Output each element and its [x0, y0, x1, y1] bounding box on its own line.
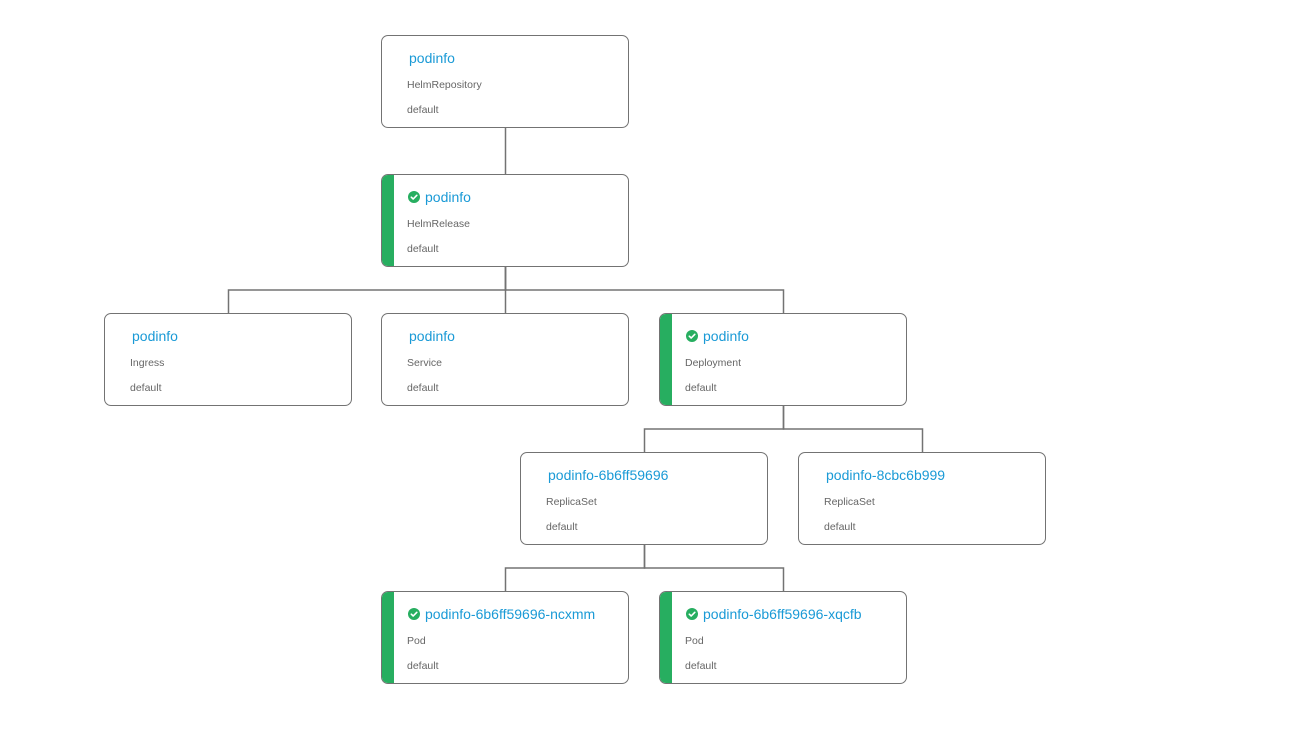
edge-n4-n5 — [643, 406, 785, 452]
ready-status-bar — [660, 592, 672, 683]
edge-n1-n2 — [227, 267, 507, 313]
node-title[interactable]: podinfo-6b6ff59696-xqcfb — [686, 605, 862, 623]
node-kind: Ingress — [130, 357, 165, 369]
node-name: podinfo-8cbc6b999 — [826, 467, 946, 483]
node-helmrelease-podinfo[interactable]: podinfo HelmRelease default — [381, 174, 629, 267]
node-service-podinfo[interactable]: podinfo Service default — [381, 313, 629, 406]
ready-status-bar — [660, 314, 672, 405]
node-kind: ReplicaSet — [546, 496, 597, 508]
node-name: podinfo — [409, 50, 455, 66]
node-name: podinfo — [132, 328, 178, 344]
node-namespace: default — [824, 521, 856, 533]
node-kind: Pod — [685, 635, 704, 647]
node-replicaset-podinfo-6b6ff59696[interactable]: podinfo-6b6ff59696 ReplicaSet default — [520, 452, 768, 545]
check-circle-icon — [686, 608, 698, 620]
node-namespace: default — [407, 243, 439, 255]
ready-status-bar — [382, 175, 394, 266]
node-ingress-podinfo[interactable]: podinfo Ingress default — [104, 313, 352, 406]
node-helmrepository-podinfo[interactable]: podinfo HelmRepository default — [381, 35, 629, 128]
node-kind: ReplicaSet — [824, 496, 875, 508]
node-deployment-podinfo[interactable]: podinfo Deployment default — [659, 313, 907, 406]
node-namespace: default — [546, 521, 578, 533]
node-title[interactable]: podinfo — [686, 327, 749, 345]
node-title[interactable]: podinfo-6b6ff59696 — [548, 466, 668, 484]
node-name: podinfo — [409, 328, 455, 344]
node-namespace: default — [407, 104, 439, 116]
node-namespace: default — [685, 382, 717, 394]
check-circle-icon — [408, 191, 420, 203]
node-name: podinfo-6b6ff59696 — [548, 467, 669, 483]
node-pod-podinfo-6b6ff59696-xqcfb[interactable]: podinfo-6b6ff59696-xqcfb Pod default — [659, 591, 907, 684]
node-name: podinfo — [425, 189, 471, 205]
check-circle-icon — [686, 330, 698, 342]
node-namespace: default — [130, 382, 162, 394]
node-kind: Deployment — [685, 357, 742, 369]
node-pod-podinfo-6b6ff59696-ncxmm[interactable]: podinfo-6b6ff59696-ncxmm Pod default — [381, 591, 629, 684]
node-name: podinfo-6b6ff59696-xqcfb — [703, 606, 862, 622]
node-title[interactable]: podinfo — [409, 327, 455, 345]
node-namespace: default — [685, 660, 717, 672]
node-title[interactable]: podinfo — [132, 327, 178, 345]
node-title[interactable]: podinfo-8cbc6b999 — [826, 466, 945, 484]
node-kind: Service — [407, 357, 443, 369]
node-title[interactable]: podinfo — [408, 188, 471, 206]
node-replicaset-podinfo-8cbc6b999[interactable]: podinfo-8cbc6b999 ReplicaSet default — [798, 452, 1046, 545]
edge-n5-n7 — [504, 545, 646, 591]
edge-n5-n8 — [643, 545, 785, 591]
node-name: podinfo — [703, 328, 749, 344]
node-kind: HelmRepository — [407, 79, 482, 91]
ready-status-bar — [382, 592, 394, 683]
node-namespace: default — [407, 382, 439, 394]
check-circle-icon — [408, 608, 420, 620]
node-name: podinfo-6b6ff59696-ncxmm — [425, 606, 596, 622]
node-title[interactable]: podinfo — [409, 49, 455, 67]
node-kind: HelmRelease — [407, 218, 471, 230]
edge-n4-n6 — [782, 406, 924, 452]
edge-n1-n4 — [504, 267, 785, 313]
node-namespace: default — [407, 660, 439, 672]
node-title[interactable]: podinfo-6b6ff59696-ncxmm — [408, 605, 595, 623]
node-kind: Pod — [407, 635, 426, 647]
